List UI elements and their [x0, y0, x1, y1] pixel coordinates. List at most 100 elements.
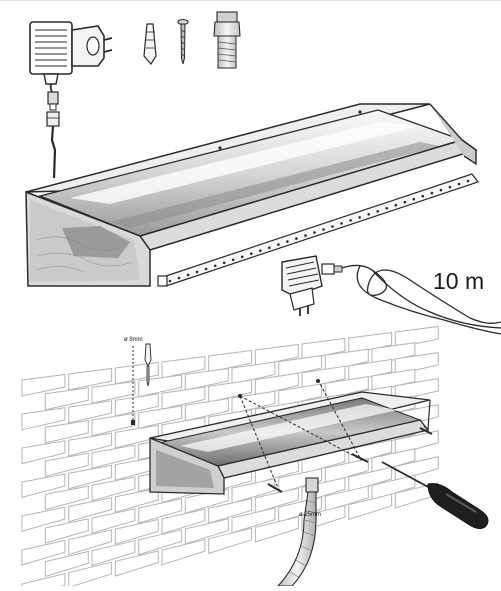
brick	[208, 527, 253, 555]
spillway-basin-mounted	[149, 379, 433, 495]
led-dot	[349, 219, 352, 222]
brick	[278, 383, 323, 408]
led-dot	[286, 240, 289, 243]
brick	[254, 516, 299, 543]
coiled-cable	[341, 264, 501, 335]
brick	[68, 529, 113, 556]
brick	[138, 498, 183, 524]
brick	[184, 367, 229, 391]
power-adapter-icon	[29, 21, 113, 179]
led-dot	[367, 213, 371, 216]
led-dot	[277, 243, 280, 246]
brick	[208, 379, 253, 403]
pipe-diameter-label: ø 25mm	[299, 512, 321, 518]
brick	[371, 342, 416, 366]
brick	[21, 473, 66, 499]
led-dot	[457, 182, 461, 186]
led-power-plug	[281, 255, 343, 316]
led-dot	[250, 252, 253, 255]
led-dot	[240, 255, 244, 259]
brick	[114, 518, 159, 545]
brick	[161, 355, 206, 379]
led-dot	[448, 185, 452, 189]
led-dot	[385, 207, 389, 210]
brick	[254, 372, 299, 397]
led-dot	[213, 264, 217, 268]
brick	[114, 550, 159, 577]
brick	[348, 493, 393, 521]
brick	[44, 485, 89, 511]
led-dot	[313, 231, 316, 234]
brick	[394, 430, 439, 456]
led-dot	[430, 191, 434, 195]
spillway-basin-large	[25, 103, 478, 287]
brick	[184, 518, 229, 545]
brick	[208, 497, 253, 524]
brick	[324, 348, 369, 372]
brick	[161, 538, 206, 566]
brick	[44, 387, 89, 411]
led-dot	[331, 225, 334, 228]
led-dot	[403, 200, 407, 204]
led-dot	[222, 261, 226, 265]
led-dot	[177, 276, 181, 280]
brick	[138, 405, 183, 430]
brick	[394, 325, 439, 349]
brick	[91, 539, 136, 567]
brick	[348, 331, 393, 355]
led-dot	[394, 203, 398, 207]
brick	[138, 374, 183, 398]
led-dot	[168, 279, 172, 283]
led-dot	[340, 222, 343, 225]
led-dot	[295, 237, 298, 240]
brick	[68, 497, 113, 523]
brick	[68, 432, 113, 457]
brick	[231, 478, 276, 504]
brick	[68, 400, 113, 424]
brick	[278, 468, 323, 494]
brick	[114, 393, 159, 417]
brick	[184, 398, 229, 422]
led-dot	[412, 197, 416, 201]
led-dot	[204, 267, 208, 271]
hose-connector-icon	[213, 11, 241, 69]
brick	[324, 485, 369, 512]
brick	[21, 373, 66, 397]
cable-length-label: 10 m	[433, 268, 484, 294]
led-dot	[259, 249, 262, 252]
led-dot	[421, 194, 425, 198]
brick	[371, 448, 416, 474]
brick	[68, 464, 113, 490]
wall-plug-icon	[143, 23, 157, 66]
brick	[21, 440, 66, 465]
led-strip	[157, 173, 479, 287]
brick	[394, 352, 439, 376]
brick	[371, 474, 416, 501]
brick	[161, 508, 206, 535]
brick	[21, 506, 66, 532]
brick	[301, 337, 346, 361]
brick	[138, 529, 183, 556]
brick	[278, 355, 323, 379]
brick	[254, 343, 299, 367]
brick	[91, 380, 136, 404]
brick	[44, 420, 89, 444]
brick	[324, 458, 369, 484]
brick	[21, 539, 66, 566]
led-dot	[304, 234, 307, 237]
screw-hole-label: ø 8mm	[124, 337, 143, 343]
brick	[68, 561, 113, 589]
led-dot	[358, 216, 361, 219]
brick	[91, 412, 136, 437]
screwdriver-icon	[381, 461, 489, 530]
brick	[348, 358, 393, 383]
brick	[44, 518, 89, 544]
brick	[91, 508, 136, 534]
led-dot	[268, 246, 271, 249]
brick	[231, 361, 276, 385]
brick	[301, 365, 346, 390]
led-dot	[322, 228, 325, 231]
led-dot	[376, 210, 380, 213]
brick	[231, 507, 276, 534]
